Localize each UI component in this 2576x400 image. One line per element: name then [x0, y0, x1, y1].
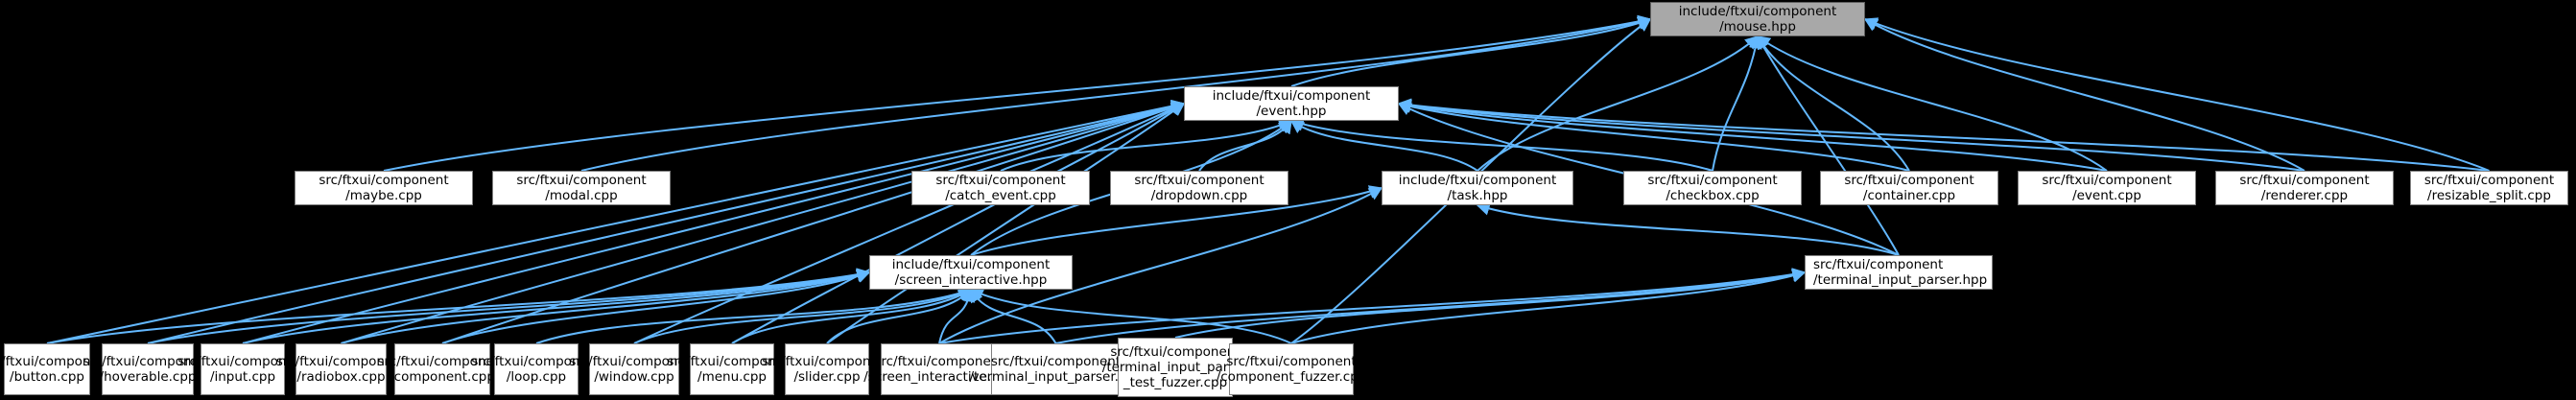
graph-node-task-hpp[interactable]: include/ftxui/component /task.hpp — [1382, 171, 1573, 205]
graph-node-label: include/ftxui/component /screen_interact… — [891, 257, 1051, 288]
graph-edge — [826, 103, 1186, 344]
graph-node-event-cpp[interactable]: src/ftxui/component /event.cpp — [2018, 171, 2196, 205]
graph-node-tip-test-fuzzer-cpp[interactable]: src/ftxui/component /terminal_input_pars… — [1102, 338, 1248, 397]
graph-edge — [580, 15, 1652, 172]
graph-node-label: src/ftxui/component /checkbox.cpp — [1647, 173, 1778, 203]
graph-edge — [1290, 16, 1652, 87]
graph-edge — [1290, 269, 1807, 344]
graph-edge — [1397, 100, 1910, 172]
graph-node-label: src/ftxui/component /terminal_input_pars… — [1813, 257, 1988, 288]
graph-edge — [1055, 268, 1807, 344]
graph-node-renderer-cpp[interactable]: src/ftxui/component /renderer.cpp — [2215, 171, 2394, 205]
graph-node-label: src/ftxui/component /container.cpp — [1844, 173, 1974, 203]
graph-node-label: src/ftxui/component /hoverable.cpp — [83, 354, 213, 385]
graph-node-checkbox-cpp[interactable]: src/ftxui/component /checkbox.cpp — [1623, 171, 1802, 205]
graph-node-label: src/ftxui/component /dropdown.cpp — [1134, 173, 1264, 203]
graph-edge — [242, 269, 871, 344]
graph-edge — [1289, 120, 1478, 172]
graph-node-dropdown-cpp[interactable]: src/ftxui/component /dropdown.cpp — [1110, 171, 1288, 205]
graph-node-maybe-cpp[interactable]: src/ftxui/component /maybe.cpp — [295, 171, 473, 205]
graph-node-input-cpp[interactable]: src/ftxui/component /input.cpp — [177, 343, 308, 395]
graph-edge — [969, 289, 1292, 344]
graph-node-loop-cpp[interactable]: src/ftxui/component /loop.cpp — [471, 343, 602, 395]
graph-edge — [46, 99, 1186, 344]
graph-node-component-cpp[interactable]: src/ftxui/component /component.cpp — [377, 343, 508, 395]
graph-edge — [1397, 98, 2305, 172]
graph-edge — [938, 268, 1807, 344]
graph-node-modal-cpp[interactable]: src/ftxui/component /modal.cpp — [492, 171, 671, 205]
graph-node-screen-interactive-cpp[interactable]: src/ftxui/component /screen_interactive.… — [863, 343, 1015, 395]
graph-node-menu-cpp[interactable]: src/ftxui/component /menu.cpp — [667, 343, 797, 395]
graph-edge — [1476, 202, 1900, 256]
graph-edge — [535, 287, 973, 344]
graph-edge — [441, 270, 871, 344]
graph-edge — [970, 288, 1057, 344]
graph-edge — [1863, 18, 2305, 172]
graph-node-component-fuzzer-cpp[interactable]: src/ftxui/component /component_fuzzer.cp… — [1217, 343, 1366, 395]
graph-node-radiobox-cpp[interactable]: src/ftxui/component /radiobox.cpp — [276, 343, 406, 395]
graph-edge — [970, 185, 1383, 256]
graph-node-resizable-split-cpp[interactable]: src/ftxui/component /resizable_split.cpp — [2410, 171, 2568, 205]
graph-edge — [441, 101, 1186, 344]
graph-edge — [1000, 119, 1293, 172]
graph-node-label: include/ftxui/component /task.hpp — [1398, 173, 1557, 203]
graph-node-hoverable-cpp[interactable]: src/ftxui/component /hoverable.cpp — [83, 343, 213, 395]
graph-node-label: src/ftxui/component /terminal_input_pars… — [1101, 344, 1249, 390]
graph-edge — [938, 288, 976, 344]
graph-edge — [1198, 119, 1292, 172]
graph-node-label: src/ftxui/component /event.cpp — [2042, 173, 2172, 203]
graph-edge — [242, 100, 1186, 344]
graph-node-label: src/ftxui/component /radiobox.cpp — [275, 354, 407, 385]
graph-edge — [938, 187, 1383, 344]
graph-node-container-cpp[interactable]: src/ftxui/component /container.cpp — [1820, 171, 1998, 205]
graph-edge — [1397, 98, 2490, 172]
graph-edge — [731, 289, 973, 344]
graph-edge — [147, 100, 1186, 344]
graph-node-terminal-input-parser-cpp[interactable]: src/ftxui/component /terminal_input_pars… — [969, 343, 1143, 395]
graph-node-label: include/ftxui/component /event.hpp — [1212, 88, 1371, 119]
graph-edge — [1289, 118, 1713, 172]
graph-node-label: src/ftxui/component /resizable_split.cpp — [2423, 173, 2555, 203]
graph-edge — [731, 103, 1186, 344]
graph-node-label: src/ftxui/component /modal.cpp — [516, 173, 647, 203]
graph-edge — [147, 268, 871, 344]
graph-edge — [1174, 269, 1807, 339]
graph-node-window-cpp[interactable]: src/ftxui/component /window.cpp — [569, 343, 699, 395]
graph-node-slider-cpp[interactable]: src/ftxui/component /slider.cpp — [762, 343, 892, 395]
graph-edge — [633, 102, 1186, 344]
graph-node-terminal-input-parser-hpp[interactable]: src/ftxui/component /terminal_input_pars… — [1805, 255, 1993, 290]
graph-node-button-cpp[interactable]: src/ftxui/component /button.cpp — [0, 343, 112, 395]
graph-node-screen-interactive-hpp[interactable]: include/ftxui/component /screen_interact… — [869, 255, 1073, 290]
graph-edge — [1757, 35, 1910, 172]
graph-edge — [1863, 17, 2490, 172]
graph-edge — [1757, 35, 1900, 256]
graph-edge — [633, 288, 973, 344]
graph-node-label: src/ftxui/component /renderer.cpp — [2239, 173, 2370, 203]
graph-node-label: src/ftxui/component /component.cpp — [377, 354, 508, 385]
graph-edge — [383, 14, 1652, 172]
graph-node-label: src/ftxui/component /terminal_input_pars… — [969, 354, 1143, 385]
graph-node-mouse-hpp[interactable]: include/ftxui/component /mouse.hpp — [1650, 2, 1865, 36]
graph-node-label: src/ftxui/component /maybe.cpp — [319, 173, 449, 203]
graph-node-label: src/ftxui/component /catch_event.cpp — [935, 173, 1066, 203]
graph-node-label: src/ftxui/component /component_fuzzer.cp… — [1216, 354, 1367, 385]
graph-node-label: include/ftxui/component /mouse.hpp — [1678, 4, 1837, 35]
graph-edge — [1712, 35, 1762, 172]
graph-edge — [341, 269, 871, 344]
graph-node-event-hpp[interactable]: include/ftxui/component /event.hpp — [1184, 86, 1399, 121]
graph-edge — [1477, 35, 1760, 172]
graph-edge — [46, 268, 871, 344]
graph-node-catch-event-cpp[interactable]: src/ftxui/component /catch_event.cpp — [911, 171, 1090, 205]
graph-edge — [341, 100, 1186, 344]
graph-edge — [1397, 99, 2108, 172]
